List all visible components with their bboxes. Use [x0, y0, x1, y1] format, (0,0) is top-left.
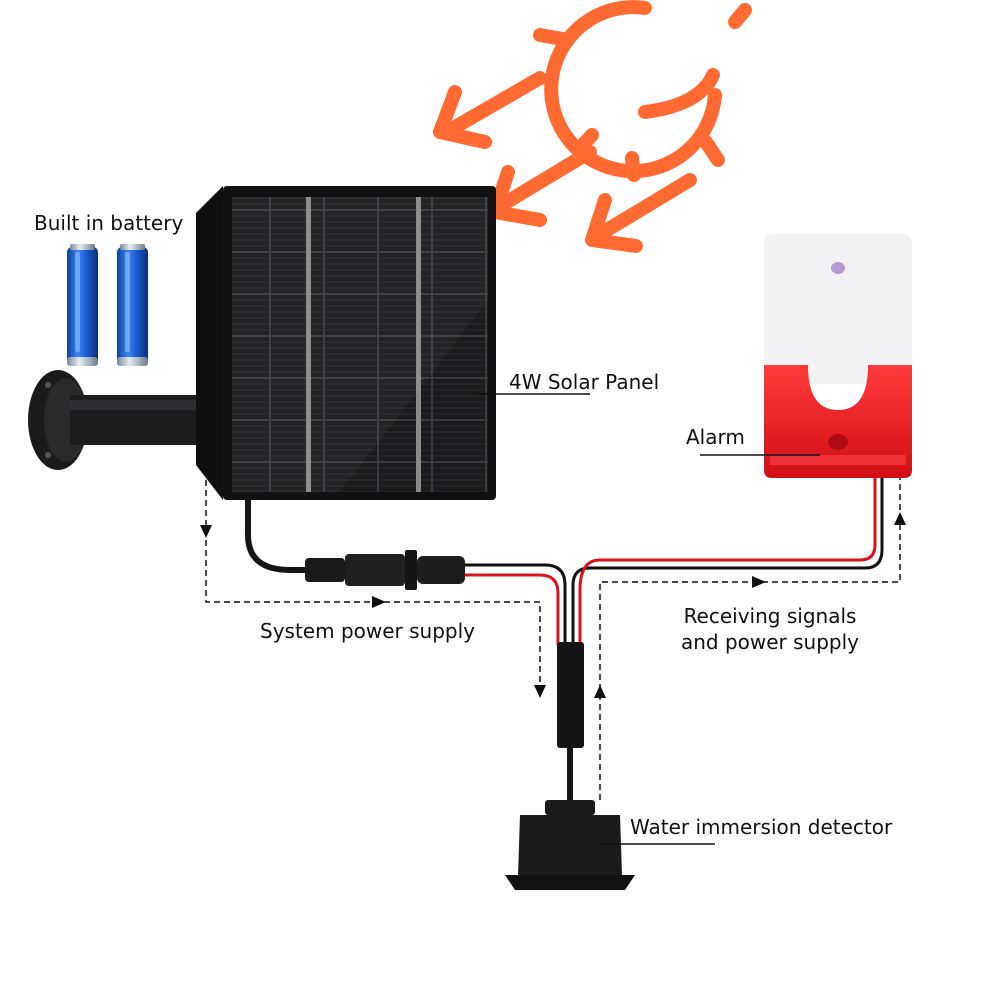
receiving-label-line2: and power supply: [680, 630, 860, 654]
alarm-label: Alarm: [686, 425, 745, 449]
flow-receiving-signals: [599, 478, 901, 800]
wire-panel-to-splice: [465, 563, 567, 645]
connector-plug: [305, 550, 465, 590]
arrow-up-alarm: [894, 512, 906, 525]
wire-splice-to-alarm: [571, 478, 884, 645]
arrow-down-left: [200, 525, 212, 538]
alarm-siren-icon: [764, 234, 912, 478]
arrow-up-detector: [594, 685, 606, 698]
detector-label: Water immersion detector: [630, 815, 893, 839]
arrow-down-detector: [534, 685, 546, 698]
mount-bracket: [28, 370, 200, 470]
panel-cable: [245, 497, 318, 573]
water-detector-icon: [505, 800, 635, 890]
sun-icon: [533, 0, 752, 182]
splice-sleeve: [557, 642, 584, 748]
battery-label: Built in battery: [34, 211, 184, 235]
sun-ray-arrows: [433, 71, 697, 253]
battery-icon: [67, 244, 148, 366]
solar-panel-label: 4W Solar Panel: [509, 370, 660, 394]
solar-panel-icon: [196, 186, 496, 500]
receiving-label-line1: Receiving signals: [683, 604, 857, 628]
system-power-label: System power supply: [260, 619, 475, 643]
arrow-right-power: [372, 596, 386, 608]
arrow-right-signal: [752, 576, 766, 588]
